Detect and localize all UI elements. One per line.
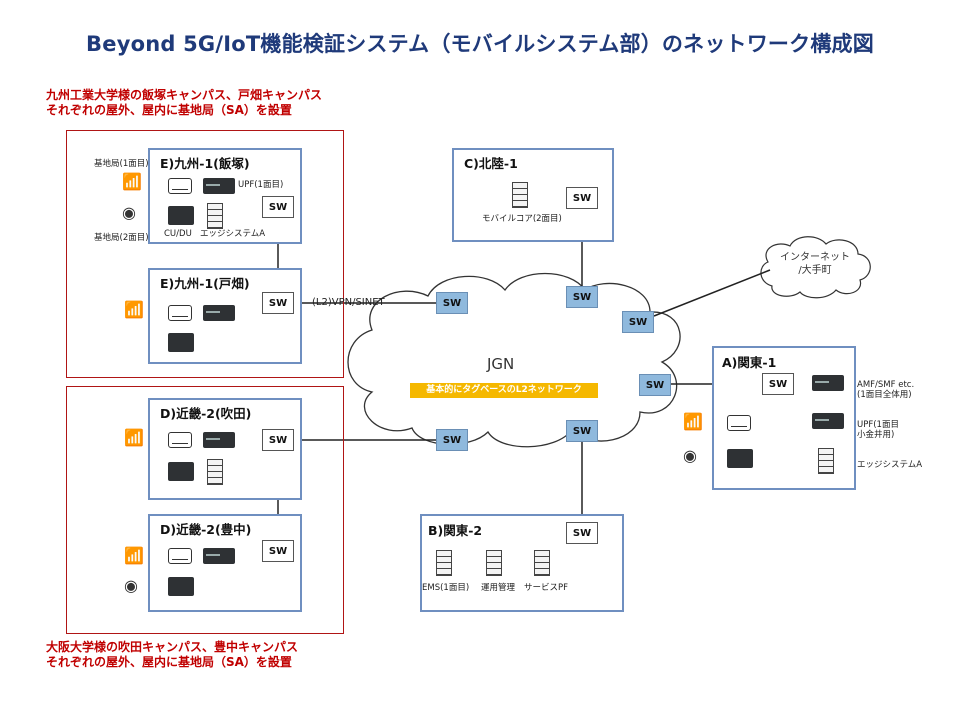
ems-label: EMS(1面目) [422, 583, 470, 593]
switch-toyonaka: SW [262, 540, 294, 562]
jgn-banner: 基本的にタグベースのL2ネットワーク [410, 383, 598, 398]
service-label: サービスPF [524, 583, 569, 593]
jgn-switch-south: SW [566, 420, 598, 442]
internet-label: インターネット /大手町 [776, 251, 854, 277]
edge-server-icon [207, 203, 223, 229]
switch-kanto1: SW [762, 373, 794, 395]
upf-appliance-icon [203, 178, 235, 194]
jgn-switch-west-bottom: SW [436, 429, 468, 451]
osaka-group-box [66, 386, 344, 634]
kyushu-caption: 九州工業大学様の飯塚キャンパス、戸畑キャンパス それぞれの屋外、屋内に基地局（S… [46, 88, 322, 118]
upf-label-line1: UPF(1面目 [857, 420, 899, 430]
edge-label: エッジシステムA [200, 229, 266, 239]
site-kanto2-title: B)関東-2 [428, 523, 483, 538]
appliance-icon [203, 548, 235, 564]
amf-smf-appliance-icon [812, 375, 844, 391]
base-station-unit-icon [168, 178, 192, 194]
jgn-switch-west-top: SW [436, 292, 468, 314]
switch-tobata: SW [262, 292, 294, 314]
amf-label-line2: (1面目全体用) [857, 390, 912, 400]
osaka-caption-line2: それぞれの屋外、屋内に基地局（SA）を設置 [46, 655, 292, 669]
site-hokuriku-title: C)北陸-1 [464, 156, 518, 171]
base-station-unit-icon [168, 305, 192, 321]
internet-label-line1: インターネット [780, 252, 850, 263]
cudu-label: CU/DU [164, 229, 192, 239]
base-station-unit-icon [727, 415, 751, 431]
amf-label: AMF/SMF etc. (1面目全体用) [857, 380, 914, 400]
upf-appliance-icon [812, 413, 844, 429]
kanto1-edge-label: エッジシステムA [857, 460, 923, 470]
switch-iizuka: SW [262, 196, 294, 218]
ops-server-icon [486, 550, 502, 576]
mobile-core-server-icon [512, 182, 528, 208]
antenna-icon: 📶 [124, 428, 144, 447]
osaka-caption-line1: 大阪大学様の吹田キャンパス、豊中キャンパス [46, 640, 299, 654]
antenna-icon: 📶 [683, 412, 703, 431]
site-iizuka-title: E)九州-1(飯塚) [160, 156, 250, 171]
amf-label-line1: AMF/SMF etc. [857, 380, 915, 390]
appliance-icon [168, 462, 194, 481]
site-suita-title: D)近畿-2(吹田) [160, 406, 252, 421]
edge-server-icon [818, 448, 834, 474]
osaka-caption: 大阪大学様の吹田キャンパス、豊中キャンパス それぞれの屋外、屋内に基地局（SA）… [46, 640, 298, 670]
upf-label: UPF(1面目) [238, 180, 284, 190]
bs1-label: 基地局(1面目) [94, 159, 149, 169]
cudu-appliance-icon [727, 449, 753, 468]
switch-suita: SW [262, 429, 294, 451]
mobile-core-label: モバイルコア(2面目) [482, 214, 562, 224]
ops-label: 運用管理 [481, 583, 516, 593]
edge-server-icon [207, 459, 223, 485]
jgn-switch-north: SW [566, 286, 598, 308]
antenna-icon: ◉ [124, 576, 138, 595]
appliance-icon [203, 432, 235, 448]
antenna-icon: ◉ [683, 446, 697, 465]
antenna-icon: ◉ [122, 203, 136, 222]
jgn-cloud [347, 272, 681, 448]
site-toyonaka-title: D)近畿-2(豊中) [160, 522, 252, 537]
appliance-icon [203, 305, 235, 321]
site-tobata-title: E)九州-1(戸畑) [160, 276, 250, 291]
vpn-label: (L2)VPN/SINET [312, 297, 385, 308]
switch-hokuriku: SW [566, 187, 598, 209]
base-station-unit-icon [168, 548, 192, 564]
upf-label: UPF(1面目 小金井用) [857, 420, 899, 440]
antenna-icon: 📶 [122, 172, 142, 191]
jgn-switch-internet: SW [622, 311, 654, 333]
ems-server-icon [436, 550, 452, 576]
kyushu-caption-line1: 九州工業大学様の飯塚キャンパス、戸畑キャンパス [46, 88, 323, 102]
appliance-icon [168, 577, 194, 596]
internet-label-line2: /大手町 [798, 265, 832, 276]
antenna-icon: 📶 [124, 300, 144, 319]
base-station-unit-icon [168, 432, 192, 448]
jgn-label: JGN [487, 355, 515, 373]
bs2-label: 基地局(2面目) [94, 233, 149, 243]
cudu-appliance-icon [168, 206, 194, 225]
kyushu-group-box [66, 130, 344, 378]
antenna-icon: 📶 [124, 546, 144, 565]
switch-kanto2: SW [566, 522, 598, 544]
site-kanto1-title: A)関東-1 [722, 355, 777, 370]
page-title: Beyond 5G/IoT機能検証システム（モバイルシステム部）のネットワーク構… [86, 32, 874, 56]
service-server-icon [534, 550, 550, 576]
upf-label-line2: 小金井用) [857, 430, 895, 440]
appliance-icon [168, 333, 194, 352]
jgn-switch-east: SW [639, 374, 671, 396]
internet-cloud [760, 236, 871, 299]
kyushu-caption-line2: それぞれの屋外、屋内に基地局（SA）を設置 [46, 103, 292, 117]
